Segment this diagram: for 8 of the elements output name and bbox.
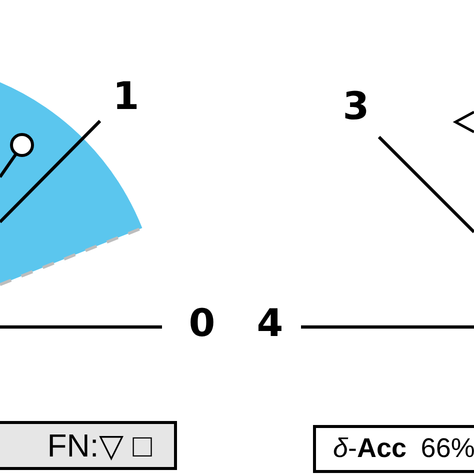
annotation-panel [313, 425, 474, 473]
annotation-text: FN:▽ □ [47, 428, 152, 464]
axis-label: 1 [112, 77, 140, 115]
axis-label: 4 [256, 304, 284, 342]
annotation-panel [0, 421, 177, 470]
axis-label: 0 [188, 304, 216, 342]
annotation-text: δ-Acc 66% [333, 434, 474, 464]
axis-label: 3 [342, 87, 370, 125]
